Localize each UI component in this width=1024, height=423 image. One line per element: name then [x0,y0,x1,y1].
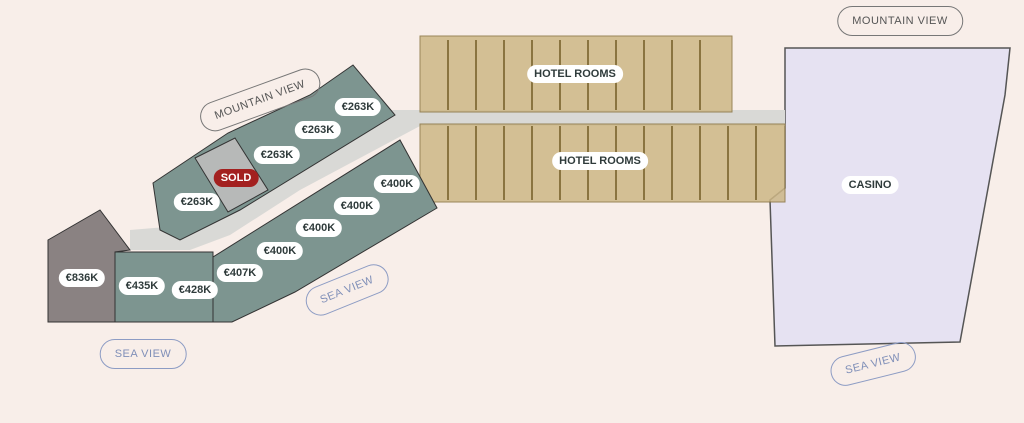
penthouse-unit[interactable] [47,209,131,323]
hotel-rooms-label: HOTEL ROOMS [552,152,648,170]
unit-price-label[interactable]: €400K [256,242,304,260]
sea-view-badge: SEA VIEW [99,339,187,369]
unit-price-label[interactable]: €407K [216,264,264,282]
hotel-rooms-label: HOTEL ROOMS [527,65,623,83]
unit-price-label[interactable]: €263K [253,146,301,164]
unit-price-label[interactable]: €400K [295,219,343,237]
unit-price-label[interactable]: €435K [118,277,166,295]
unit-price-label[interactable]: €428K [171,281,219,299]
unit-price-label[interactable]: €400K [333,197,381,215]
mountain-view-badge: MOUNTAIN VIEW [837,6,963,36]
casino-label: CASINO [841,176,899,194]
unit-price-label[interactable]: €263K [294,121,342,139]
unit-price-label[interactable]: €263K [173,193,221,211]
sold-badge[interactable]: SOLD [213,169,259,187]
unit-price-label[interactable]: €836K [58,269,106,287]
unit-price-label[interactable]: €400K [373,175,421,193]
casino-area[interactable] [769,47,1011,347]
unit-price-label[interactable]: €263K [334,98,382,116]
